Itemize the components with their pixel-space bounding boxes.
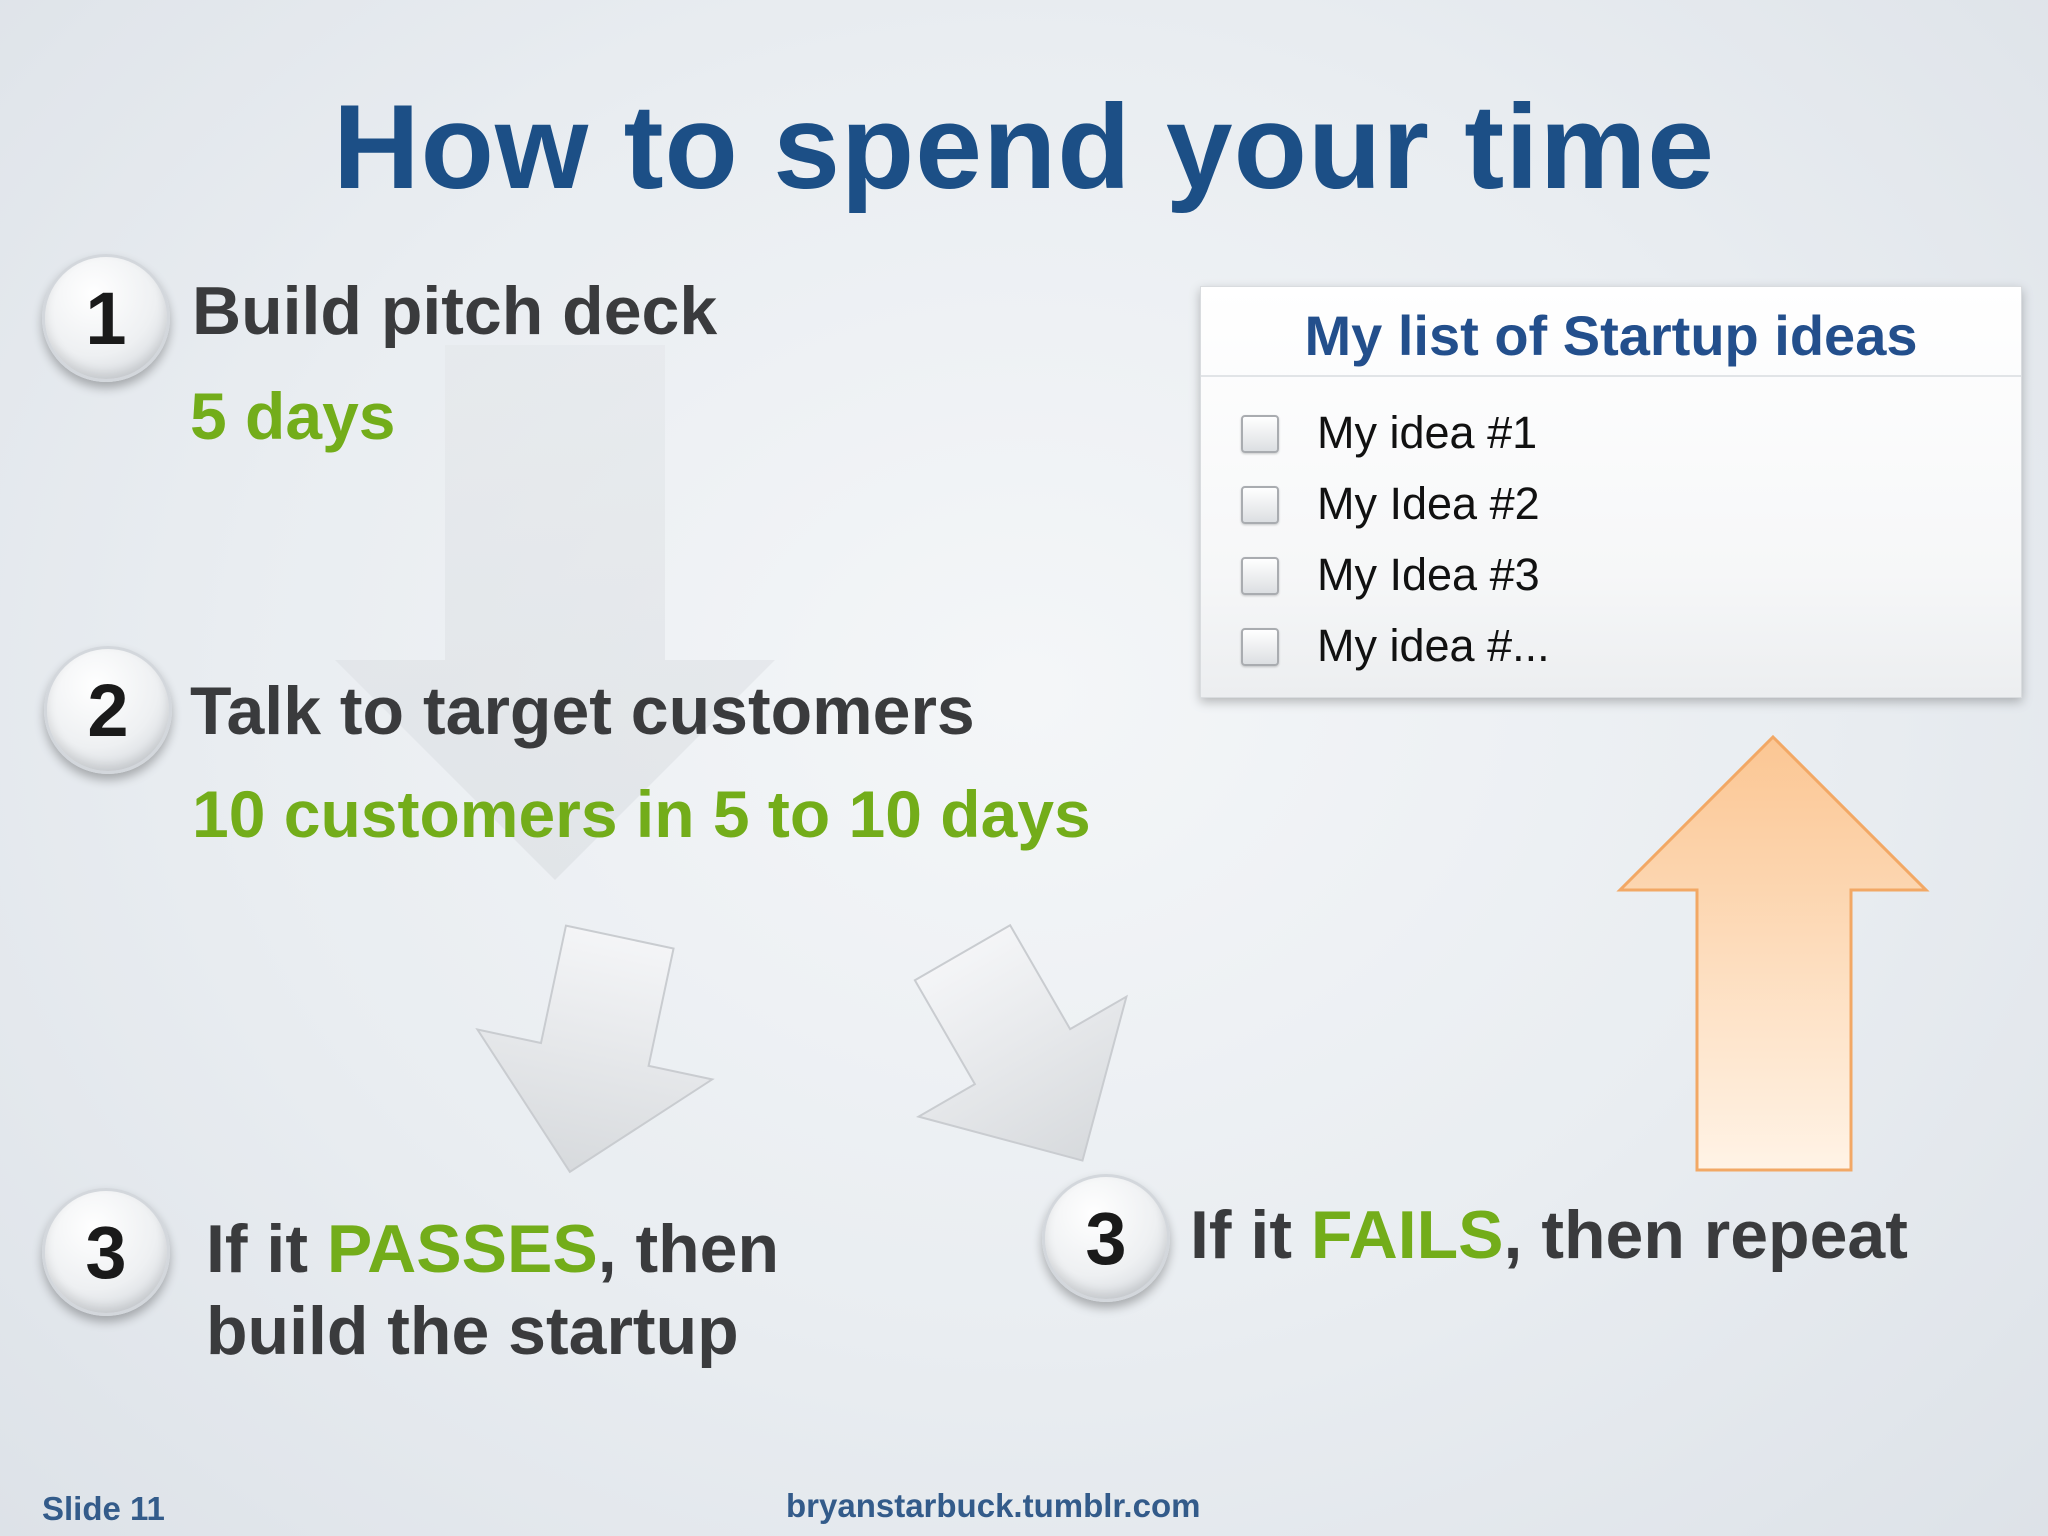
pass-suffix: , then xyxy=(597,1211,780,1287)
step-3-pass-line2: build the startup xyxy=(206,1293,739,1369)
up-arrow xyxy=(1616,734,1930,1172)
down-right-arrow xyxy=(913,923,1129,1162)
idea-checkbox[interactable] xyxy=(1241,628,1279,666)
fail-prefix: If it xyxy=(1190,1197,1311,1273)
footer-url[interactable]: bryanstarbuck.tumblr.com xyxy=(786,1487,1201,1524)
step-2-badge: 2 xyxy=(44,646,172,774)
down-left-arrow xyxy=(475,924,715,1174)
idea-label: My idea #... xyxy=(1317,620,1550,671)
slide-title: How to spend your time xyxy=(332,80,1716,214)
idea-checkbox[interactable] xyxy=(1241,415,1279,453)
step-1-detail: 5 days xyxy=(190,379,396,453)
pass-keyword: PASSES xyxy=(326,1211,598,1287)
idea-checkbox[interactable] xyxy=(1241,557,1279,595)
step-1-label: Build pitch deck xyxy=(192,273,718,349)
step-2-label: Talk to target customers xyxy=(190,673,975,749)
idea-checkbox[interactable] xyxy=(1241,486,1279,524)
step-3-pass-line1: If it PASSES, then xyxy=(206,1210,779,1288)
step-1-badge: 1 xyxy=(42,254,170,382)
ideas-divider xyxy=(1201,375,2021,377)
step-2-detail: 10 customers in 5 to 10 days xyxy=(192,777,1091,851)
startup-ideas-panel: My list of Startup ideas My idea #1 My I… xyxy=(1200,286,2022,698)
step-3-fail-line: If it FAILS, then repeat xyxy=(1190,1196,1908,1274)
faint-down-arrow xyxy=(335,345,775,880)
fail-keyword: FAILS xyxy=(1310,1197,1504,1273)
idea-label: My Idea #3 xyxy=(1317,549,1540,600)
pass-prefix: If it xyxy=(206,1211,327,1287)
slide-number: Slide 11 xyxy=(42,1490,165,1527)
idea-label: My idea #1 xyxy=(1317,407,1538,458)
idea-label: My Idea #2 xyxy=(1317,478,1540,529)
step-3-fail-badge: 3 xyxy=(1042,1174,1170,1302)
step-3-pass-badge: 3 xyxy=(42,1188,170,1316)
ideas-panel-title: My list of Startup ideas xyxy=(1304,304,1918,367)
fail-suffix: , then repeat xyxy=(1503,1197,1908,1273)
